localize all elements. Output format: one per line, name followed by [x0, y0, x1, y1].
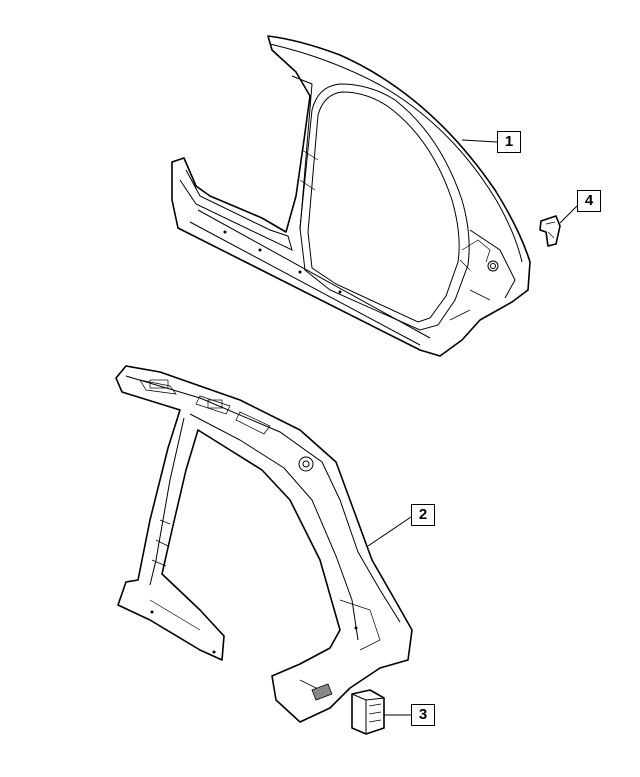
part-1-body-side-aperture [171, 35, 531, 357]
callout-4: 4 [577, 190, 601, 212]
part-3-block [351, 689, 385, 735]
leader-line-2 [367, 516, 412, 547]
part-2-inner-panel [115, 365, 413, 723]
leader-line-1 [461, 139, 498, 143]
callout-2: 2 [411, 504, 435, 526]
leader-lines [367, 139, 578, 716]
callout-1: 1 [497, 131, 521, 153]
part-4-bracket [539, 215, 561, 247]
leader-line-4 [559, 205, 578, 224]
callout-3: 3 [411, 704, 435, 726]
